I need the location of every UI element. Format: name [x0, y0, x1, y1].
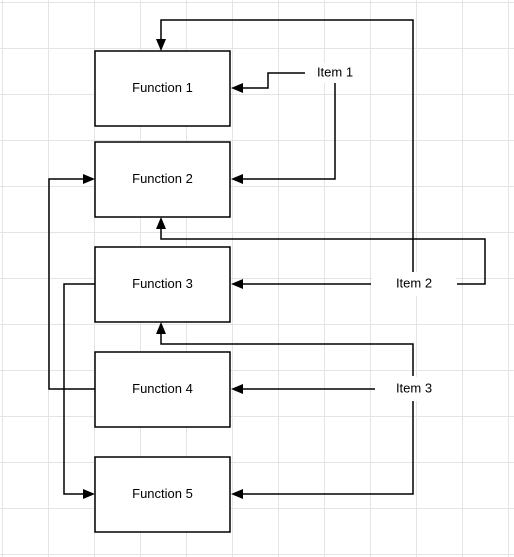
node-label: Function 2	[132, 171, 193, 186]
node-box	[94, 246, 231, 323]
arrowhead	[231, 489, 243, 499]
node-box	[94, 141, 231, 218]
node-box	[94, 50, 231, 127]
node-label: Function 5	[132, 486, 193, 501]
function-node-2[interactable]: Function 2	[94, 141, 231, 218]
arrowhead	[83, 174, 95, 184]
edge-item2-function1	[160, 19, 414, 272]
arrowhead	[231, 174, 243, 184]
item-text: Item 3	[396, 380, 432, 395]
item-background	[306, 63, 364, 83]
item-label-3[interactable]: Item 3	[376, 377, 452, 401]
arrowhead	[231, 83, 243, 93]
node-label: Function 1	[132, 80, 193, 95]
edge-item2-function2	[160, 229, 486, 285]
arrowhead	[231, 279, 243, 289]
node-box	[94, 351, 231, 428]
edge-item3-function3	[160, 334, 414, 376]
edge-item1-function1	[243, 72, 305, 89]
edge-function4-function2	[48, 178, 95, 390]
item-label-1[interactable]: Item 1	[306, 63, 364, 83]
item-text: Item 1	[317, 64, 353, 79]
function-node-3[interactable]: Function 3	[94, 246, 231, 323]
edges	[48, 19, 486, 499]
item-background	[376, 377, 452, 401]
item-text: Item 2	[396, 275, 432, 290]
edge-item3-function5	[243, 400, 414, 495]
node-label: Function 3	[132, 276, 193, 291]
arrowhead	[156, 322, 166, 334]
node-label: Function 4	[132, 381, 193, 396]
function-node-5[interactable]: Function 5	[94, 456, 231, 533]
arrowhead	[156, 39, 166, 51]
node-box	[94, 456, 231, 533]
edge-item1-function2	[243, 83, 336, 180]
arrowhead	[156, 217, 166, 229]
item-background	[372, 272, 456, 296]
arrowhead	[231, 384, 243, 394]
arrowhead	[83, 489, 95, 499]
item-label-2[interactable]: Item 2	[372, 272, 456, 296]
function-node-1[interactable]: Function 1	[94, 50, 231, 127]
function-node-4[interactable]: Function 4	[94, 351, 231, 428]
